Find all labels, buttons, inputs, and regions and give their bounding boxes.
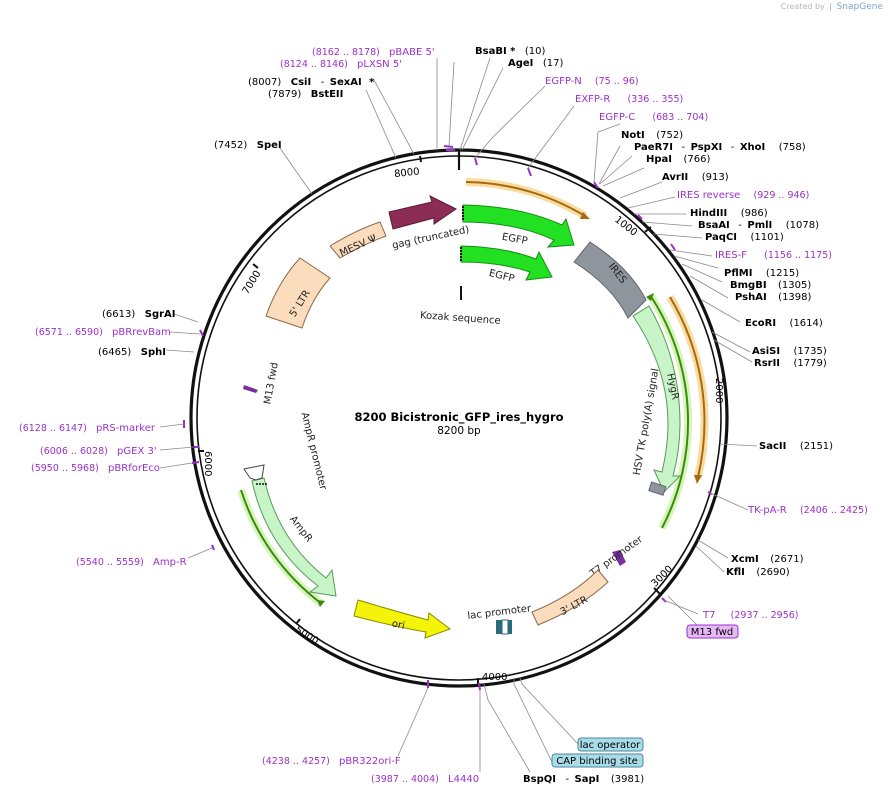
primer-bar-hygr-inner <box>646 292 693 530</box>
label-lac-operator-box[interactable]: lac operator <box>577 737 644 752</box>
label-bspqi[interactable]: BspQI - SapI (3981) <box>523 774 644 785</box>
label-sphi[interactable]: (6465) SphI <box>98 347 166 358</box>
leader-lines <box>159 57 758 773</box>
feature-hsv-tk-polya[interactable] <box>648 481 667 496</box>
tick-label-7000: 7000 <box>241 269 264 296</box>
feature-ori-label: ori <box>391 618 406 631</box>
label-xcmi[interactable]: XcmI (2671) <box>731 554 804 565</box>
label-spei[interactable]: (7452) SpeI <box>214 140 282 151</box>
label-egfp-n[interactable]: EGFP-N (75 .. 96) <box>545 76 639 87</box>
label-avrii[interactable]: AvrII (913) <box>662 172 729 183</box>
snapgene-credit: Created by ❘ SnapGene <box>781 2 883 12</box>
feature-5ltr[interactable] <box>265 257 331 329</box>
feature-lac-promoter-label: lac promoter <box>467 603 533 622</box>
svg-text:M13 fwd: M13 fwd <box>691 627 733 638</box>
feature-egfp-2-label: EGFP <box>488 268 516 285</box>
label-m13fwd-box[interactable]: M13 fwd <box>686 624 739 639</box>
feature-egfp-2[interactable] <box>460 245 553 281</box>
credit-brand: SnapGene <box>836 2 883 12</box>
label-t7[interactable]: T7 (2937 .. 2956) <box>702 610 799 621</box>
feature-ampr-promoter-label: AmpR promoter <box>299 411 329 492</box>
feature-ampr[interactable] <box>251 477 337 597</box>
tick-label-4000: 4000 <box>482 672 507 683</box>
feature-egfp-1-label: EGFP <box>501 232 528 247</box>
label-ecori[interactable]: EcoRI (1614) <box>745 318 823 329</box>
label-hpai[interactable]: HpaI (766) <box>646 154 710 165</box>
tick-label-2000: 2000 <box>713 378 724 403</box>
label-ires-f[interactable]: IRES-F (1156 .. 1175) <box>715 250 832 261</box>
label-agei[interactable]: AgeI (17) <box>508 58 564 69</box>
label-pbabe5[interactable]: (8162 .. 8178) pBABE 5' <box>312 47 435 58</box>
label-exfp-r[interactable]: EXFP-R (336 .. 355) <box>575 94 683 105</box>
svg-text:lac operator: lac operator <box>580 740 641 751</box>
feature-hygr-label: HygR <box>664 372 680 400</box>
label-hindiii[interactable]: HindIII (986) <box>690 208 768 219</box>
label-bsteii[interactable]: (7879) BstEII <box>268 89 343 100</box>
feature-m13fwd-inner[interactable] <box>243 385 258 393</box>
label-plxsn5[interactable]: (8124 .. 8146) pLXSN 5' <box>280 59 402 70</box>
label-ires-reverse[interactable]: IRES reverse (929 .. 946) <box>677 190 809 201</box>
tick-label-5000: 5000 <box>293 624 320 647</box>
primer-bar-hygr-outer <box>666 294 709 484</box>
primer-bar-egfp-top <box>465 178 590 220</box>
label-prs-marker[interactable]: (6128 .. 6147) pRS-marker <box>19 423 156 434</box>
svg-text:CAP binding site: CAP binding site <box>556 756 638 767</box>
feature-gag-label: gag (truncated) <box>391 224 470 251</box>
feature-ampr-promoter[interactable] <box>243 464 268 485</box>
feature-hygr[interactable] <box>632 305 682 493</box>
label-cap-binding-site-box[interactable]: CAP binding site <box>551 753 644 768</box>
plasmid-name: 8200 Bicistronic_GFP_ires_hygro <box>354 410 563 425</box>
label-l4440[interactable]: (3987 .. 4004) L4440 <box>371 774 479 785</box>
feature-ampr-label: AmpR <box>287 514 314 544</box>
tick-label-8000: 8000 <box>394 167 420 181</box>
primer-bar-ampr <box>237 488 325 608</box>
feature-ori[interactable] <box>353 599 452 639</box>
feature-mesv-psi[interactable] <box>329 221 387 259</box>
plasmid-size: 8200 bp <box>437 425 481 437</box>
label-bsaai[interactable]: BsaAI - PmlI (1078) <box>698 220 819 231</box>
label-bmgbi[interactable]: BmgBI (1305) <box>730 280 811 291</box>
label-pshai[interactable]: PshAI (1398) <box>735 292 812 303</box>
label-pbr322ori-f[interactable]: (4238 .. 4257) pBR322ori-F <box>262 756 401 767</box>
label-sacii[interactable]: SacII (2151) <box>759 441 833 452</box>
label-pflmi[interactable]: PflMI (1215) <box>724 268 799 279</box>
tick-label-6000: 6000 <box>202 451 213 476</box>
feature-kozak-label: Kozak sequence <box>420 310 501 327</box>
label-tk-pa-r[interactable]: TK-pA-R (2406 .. 2425) <box>747 505 868 516</box>
tick-label-3000: 3000 <box>650 564 676 590</box>
credit-prefix: Created by <box>780 2 825 11</box>
feature-3ltr[interactable] <box>531 569 609 626</box>
label-kfli[interactable]: KflI (2690) <box>726 567 790 578</box>
label-egfp-c[interactable]: EGFP-C (683 .. 704) <box>599 112 708 123</box>
label-pbrrevbam[interactable]: (6571 .. 6590) pBRrevBam <box>35 327 171 338</box>
feature-lac-promoter[interactable] <box>496 619 512 635</box>
feature-t7-promoter[interactable] <box>612 550 626 566</box>
label-asisi[interactable]: AsiSI (1735) <box>752 346 827 357</box>
snapgene-logo-icon: ❘ <box>827 2 835 11</box>
feature-hsv-tk-polya-label: HSV TK poly(A) signal <box>632 368 662 477</box>
feature-m13fwd-label: M13 fwd <box>263 362 281 406</box>
feature-gag[interactable] <box>388 195 457 230</box>
label-bsabi[interactable]: BsaBI * (10) <box>475 46 546 57</box>
feature-egfp-1[interactable] <box>462 204 575 248</box>
label-amp-r[interactable]: (5540 .. 5559) Amp-R <box>76 557 187 568</box>
label-pbrforeco[interactable]: (5950 .. 5968) pBRforEco <box>31 463 160 474</box>
label-pgex3[interactable]: (6006 .. 6028) pGEX 3' <box>40 446 157 457</box>
label-paer7i[interactable]: PaeR7I - PspXI - XhoI (758) <box>634 142 806 153</box>
label-rsrii[interactable]: RsrII (1779) <box>754 358 827 369</box>
feature-ires[interactable] <box>573 241 647 319</box>
label-sgrai[interactable]: (6613) SgrAI <box>102 309 176 320</box>
label-csii[interactable]: (8007) CsiI - SexAI * <box>248 77 375 88</box>
label-paqci[interactable]: PaqCI (1101) <box>705 232 784 243</box>
label-noti[interactable]: NotI (752) <box>621 130 683 141</box>
